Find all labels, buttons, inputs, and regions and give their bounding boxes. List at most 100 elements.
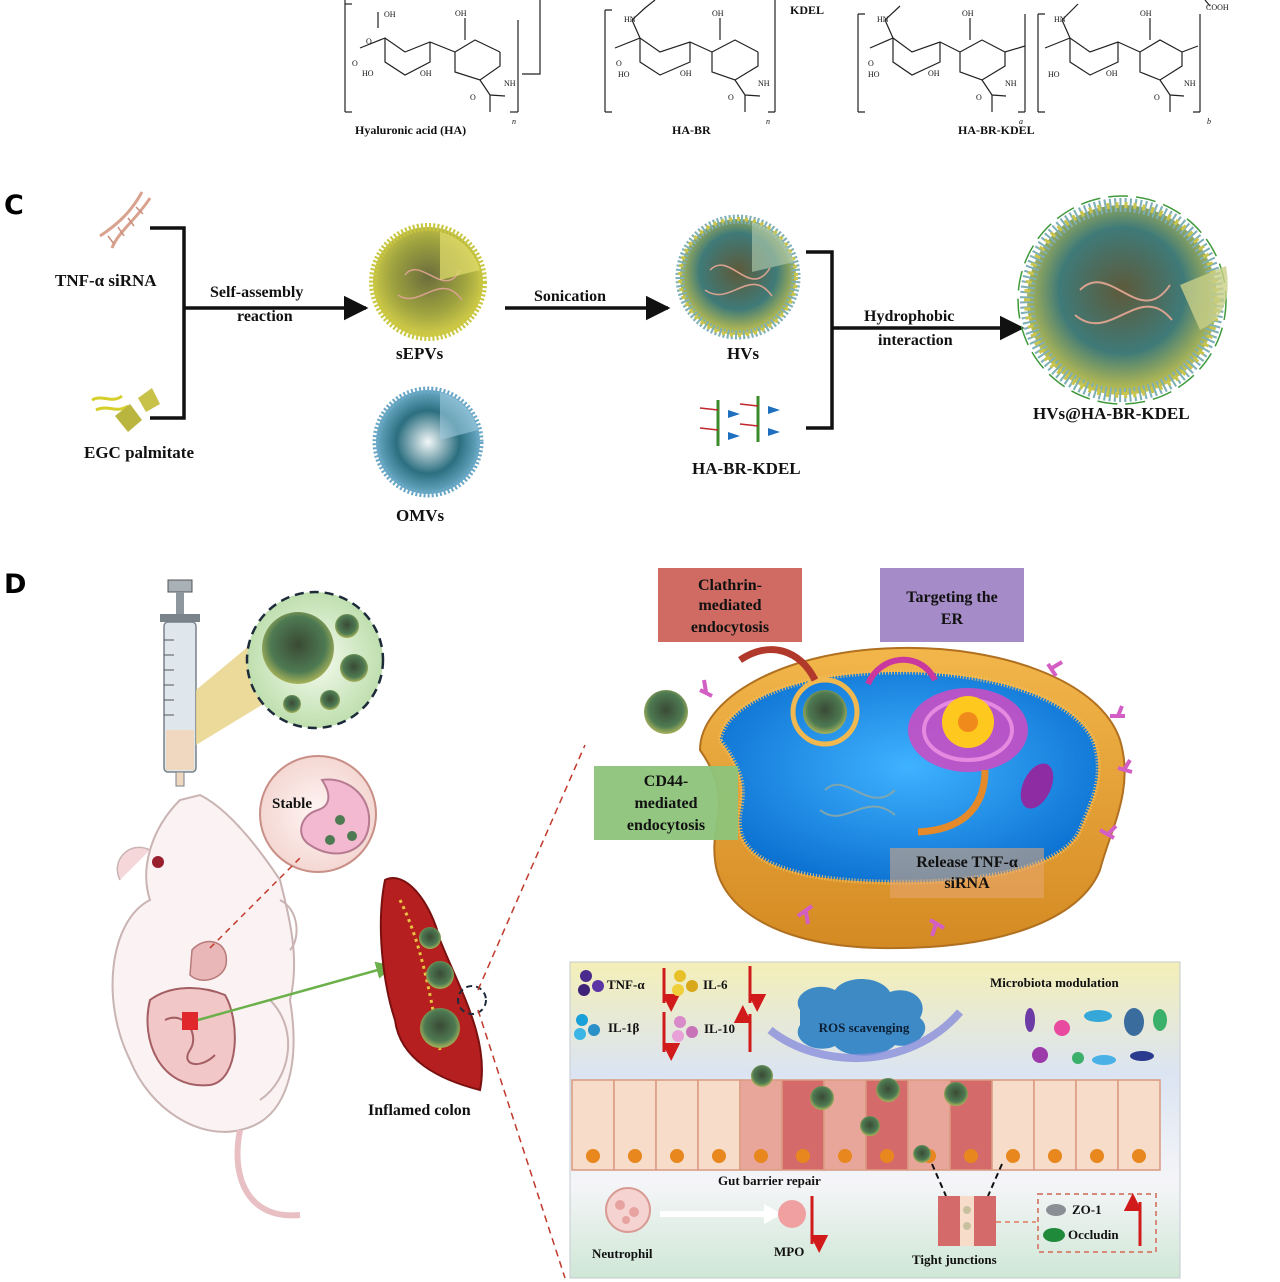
- svg-text:OH: OH: [455, 9, 467, 18]
- mouse-illustration: [111, 793, 301, 1219]
- omvs-vesicle: [372, 386, 484, 498]
- inflamed-colon: [379, 877, 487, 1092]
- ros-cloud: [797, 978, 926, 1056]
- tnf-label: TNF-α: [607, 977, 645, 992]
- tnf-sirna-label: TNF-α siRNA: [55, 271, 157, 290]
- svg-text:HN: HN: [1054, 15, 1066, 24]
- mpo-icon: [778, 1200, 806, 1228]
- svg-text:HN: HN: [624, 15, 636, 24]
- tj-protein-box: [1037, 1193, 1157, 1253]
- svg-text:O: O: [616, 59, 622, 68]
- syringe-icon: [160, 579, 200, 787]
- neutrophil-arrow-head: [764, 1204, 782, 1224]
- il1b-cluster-icon: [574, 1014, 600, 1040]
- svg-text:OH: OH: [962, 9, 974, 18]
- stomach-zoom-circle: [259, 755, 377, 873]
- input-bracket: [150, 226, 186, 420]
- svg-text:O: O: [470, 93, 476, 102]
- clathrin-label-1: Clathrin-: [698, 577, 762, 594]
- hvs-vesicle: [675, 214, 801, 340]
- occludin-label: Occludin: [1068, 1227, 1119, 1242]
- cd44-label-2: mediated: [634, 795, 697, 812]
- habrkdel-structure: [857, 0, 1211, 113]
- egc-palmitate-label: EGC palmitate: [84, 443, 194, 462]
- tight-junction-icon: [938, 1196, 996, 1246]
- microbiota-icons: [1025, 1008, 1167, 1065]
- panel-letter-d: D: [4, 569, 26, 600]
- svg-text:n: n: [512, 117, 516, 126]
- svg-text:O: O: [976, 93, 982, 102]
- ros-label: ROS scavenging: [819, 1020, 910, 1035]
- clathrin-label-2: mediated: [698, 597, 761, 614]
- svg-text:NH: NH: [1184, 79, 1196, 88]
- svg-text:O: O: [366, 37, 372, 46]
- gut-barrier-panel: TNF-α IL-6 IL-1β IL-10 ROS scavenging Mi…: [569, 961, 1181, 1279]
- tight-junctions-label: Tight junctions: [912, 1252, 997, 1267]
- neutrophil-icon: [605, 1187, 651, 1233]
- cd44-label-1: CD44-: [644, 773, 688, 790]
- vesicle-zoom-circle: [245, 590, 385, 730]
- svg-text:HO: HO: [868, 70, 880, 79]
- svg-text:OH: OH: [384, 10, 396, 19]
- tnf-cluster-icon: [578, 970, 604, 996]
- egc-palmitate-icon: [91, 388, 160, 432]
- panel-b: OH OH O O HO OH NH O n Hyaluronic acid (…: [344, 0, 1229, 137]
- svg-text:NH: NH: [1005, 79, 1017, 88]
- ha-structure: [344, 0, 541, 113]
- il6-cluster-icon: [672, 970, 698, 996]
- svg-text:HN: HN: [877, 15, 889, 24]
- sepvs-label: sEPVs: [396, 344, 444, 363]
- svg-text:O: O: [728, 93, 734, 102]
- il10-label: IL-10: [704, 1021, 735, 1036]
- zoom-line-lower: [477, 1009, 566, 1279]
- product-vesicle: [1017, 195, 1228, 405]
- targeting-label-1: Targeting the: [906, 589, 997, 606]
- il10-cluster-icon: [672, 1016, 698, 1042]
- release-label-1: Release TNF-α: [916, 854, 1018, 871]
- svg-text:HO: HO: [618, 70, 630, 79]
- clathrin-box: [658, 568, 802, 642]
- occludin-icon: [1043, 1228, 1065, 1242]
- svg-text:n: n: [766, 117, 770, 126]
- svg-text:OH: OH: [712, 9, 724, 18]
- habrkdel-label: HA-BR-KDEL: [958, 123, 1035, 137]
- self-assembly-label-1: Self-assembly: [210, 284, 303, 301]
- habr-structure: [604, 0, 776, 113]
- microbiota-label: Microbiota modulation: [990, 975, 1119, 990]
- svg-text:OH: OH: [420, 69, 432, 78]
- cd44-label-3: endocytosis: [627, 817, 705, 834]
- ha-label: Hyaluronic acid (HA): [355, 123, 466, 137]
- clathrin-label-3: endocytosis: [691, 619, 769, 636]
- stable-label: Stable: [272, 796, 312, 812]
- tj-dash-right: [987, 1163, 1003, 1197]
- svg-text:HO: HO: [362, 69, 374, 78]
- svg-text:a: a: [1019, 117, 1023, 126]
- svg-text:COOH: COOH: [1206, 3, 1229, 12]
- hvs-label: HVs: [727, 344, 760, 363]
- sonication-label: Sonication: [534, 288, 606, 305]
- panel-letter-c: C: [4, 190, 24, 221]
- kdel-label: KDEL: [790, 3, 824, 17]
- panel-d: D S: [4, 568, 1181, 1279]
- er-box: [880, 568, 1024, 642]
- arrow-to-colon: [197, 961, 394, 1022]
- svg-text:OH: OH: [1106, 69, 1118, 78]
- habrkdel-c-label: HA-BR-KDEL: [692, 459, 801, 478]
- self-assembly-label-2: reaction: [237, 308, 293, 325]
- targeting-label-2: ER: [941, 611, 964, 628]
- svg-text:OH: OH: [1140, 9, 1152, 18]
- svg-text:OH: OH: [928, 69, 940, 78]
- il1b-label: IL-1β: [608, 1020, 640, 1035]
- mpo-label: MPO: [774, 1244, 804, 1259]
- habr-label: HA-BR: [672, 123, 711, 137]
- combine-bracket: [806, 250, 834, 430]
- svg-text:OH: OH: [680, 69, 692, 78]
- hydrophobic-label-2: interaction: [878, 332, 953, 349]
- svg-text:HO: HO: [1048, 70, 1060, 79]
- omvs-label: OMVs: [396, 506, 445, 525]
- release-label-2: siRNA: [944, 875, 990, 892]
- hydrophobic-label-1: Hydrophobic: [864, 308, 954, 325]
- svg-text:b: b: [1207, 117, 1211, 126]
- svg-text:O: O: [352, 59, 358, 68]
